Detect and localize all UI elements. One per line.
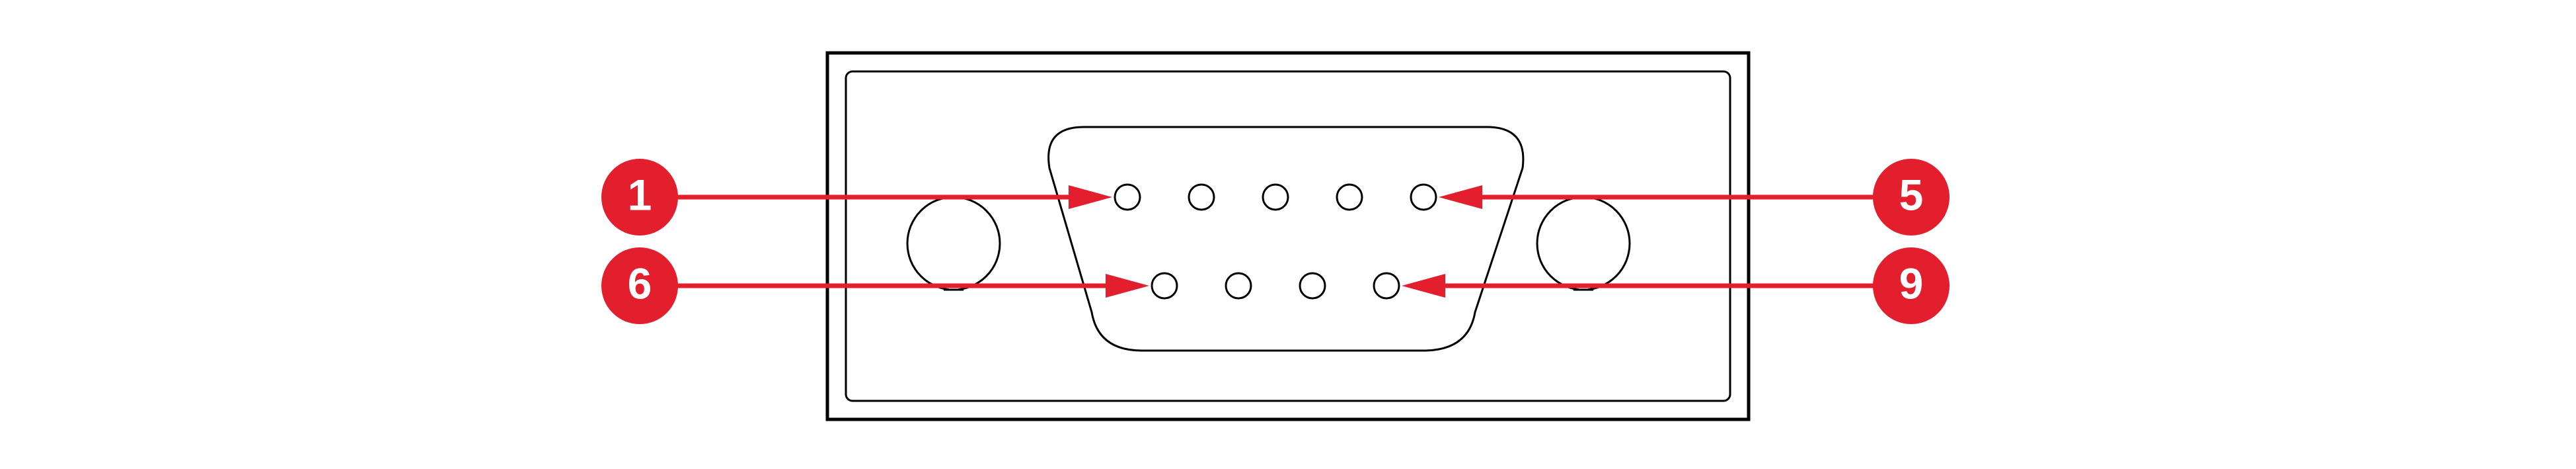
pins-layer [1114,183,1437,300]
callout-6: 6 [601,247,1149,324]
pin-1 [1114,183,1141,211]
pin-6 [1151,272,1178,300]
callout-5: 5 [1439,159,1950,235]
callout-badge-9 [1873,247,1950,324]
pin-3 [1262,183,1289,211]
callout-badge-6 [601,247,678,324]
callout-1: 1 [601,159,1112,235]
callout-label-5: 5 [1899,170,1924,219]
left-mounting-hole [906,192,1001,295]
callout-arrowhead-6 [1106,274,1149,298]
callout-label-1: 1 [628,170,652,219]
callout-9: 9 [1402,247,1950,324]
pin-2 [1188,183,1215,211]
callout-label-9: 9 [1899,259,1924,308]
pin-9 [1373,272,1400,300]
pin-8 [1299,272,1326,300]
callout-badge-5 [1873,159,1950,235]
callout-arrowhead-9 [1402,274,1445,298]
callout-arrowhead-5 [1439,185,1482,209]
pin-5 [1410,183,1437,211]
callout-badge-1 [601,159,678,235]
callout-arrowhead-1 [1069,185,1112,209]
panel-outer-frame [825,51,1751,421]
panel-inner-frame [845,70,1731,402]
right-mounting-hole [1536,192,1631,295]
pin-4 [1336,183,1363,211]
callout-label-6: 6 [628,259,652,308]
pin-7 [1225,272,1252,300]
d-sub-shell [1047,126,1525,352]
